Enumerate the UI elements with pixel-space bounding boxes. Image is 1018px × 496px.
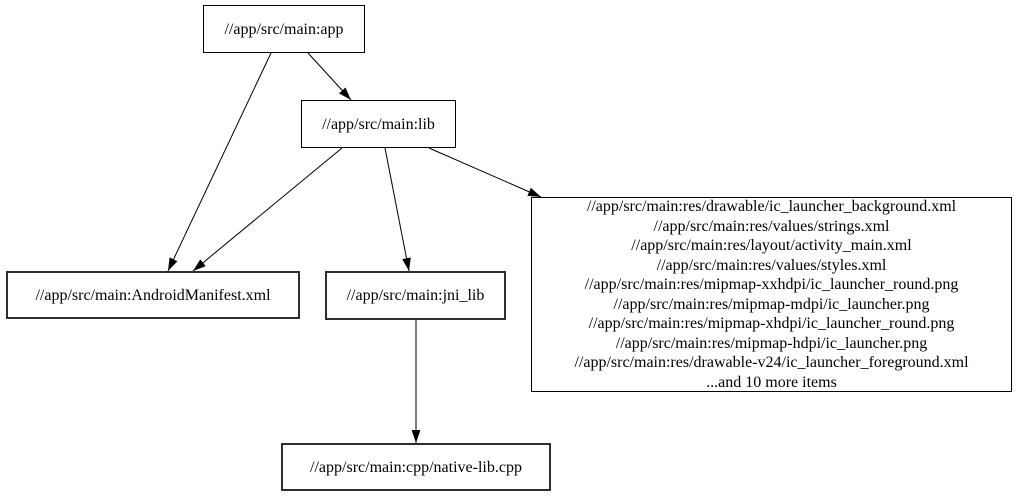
res-file-line: //app/src/main:res/values/styles.xml bbox=[656, 256, 887, 274]
res-file-line: //app/src/main:res/values/strings.xml bbox=[653, 217, 890, 235]
res-file-line: //app/src/main:res/drawable/ic_launcher_… bbox=[586, 198, 957, 215]
res-file-line: //app/src/main:res/layout/activity_main.… bbox=[631, 237, 912, 254]
edge-lib-to-android-manifest bbox=[192, 147, 343, 272]
res-more-items-line: ...and 10 more items bbox=[706, 373, 837, 391]
node-label: //app/src/main:cpp/native-lib.cpp bbox=[310, 458, 522, 476]
res-file-line: //app/src/main:res/mipmap-mdpi/ic_launch… bbox=[613, 295, 930, 313]
node-native-lib-cpp: //app/src/main:cpp/native-lib.cpp bbox=[281, 443, 551, 491]
res-file-line: //app/src/main:res/mipmap-xxhdpi/ic_laun… bbox=[584, 276, 959, 293]
node-label: //app/src/main:AndroidManifest.xml bbox=[35, 286, 271, 304]
edge-app-to-lib bbox=[307, 52, 352, 101]
node-label: //app/src/main:lib bbox=[322, 115, 435, 133]
res-file-line: //app/src/main:res/drawable-v24/ic_launc… bbox=[574, 354, 969, 371]
edge-lib-to-res-files bbox=[428, 147, 542, 198]
node-res-files: //app/src/main:res/drawable/ic_launcher_… bbox=[531, 197, 1012, 392]
node-lib: //app/src/main:lib bbox=[301, 100, 456, 148]
node-app: //app/src/main:app bbox=[203, 5, 365, 53]
node-label: //app/src/main:app bbox=[224, 20, 344, 38]
res-file-line: //app/src/main:res/mipmap-hdpi/ic_launch… bbox=[615, 334, 928, 352]
node-android-manifest: //app/src/main:AndroidManifest.xml bbox=[6, 271, 300, 319]
edge-lib-to-jni-lib bbox=[384, 147, 411, 272]
node-jni-lib: //app/src/main:jni_lib bbox=[325, 271, 506, 320]
res-file-line: //app/src/main:res/mipmap-xhdpi/ic_launc… bbox=[588, 315, 955, 332]
node-label: //app/src/main:jni_lib bbox=[346, 287, 485, 304]
edge-app-to-android-manifest bbox=[167, 52, 272, 272]
